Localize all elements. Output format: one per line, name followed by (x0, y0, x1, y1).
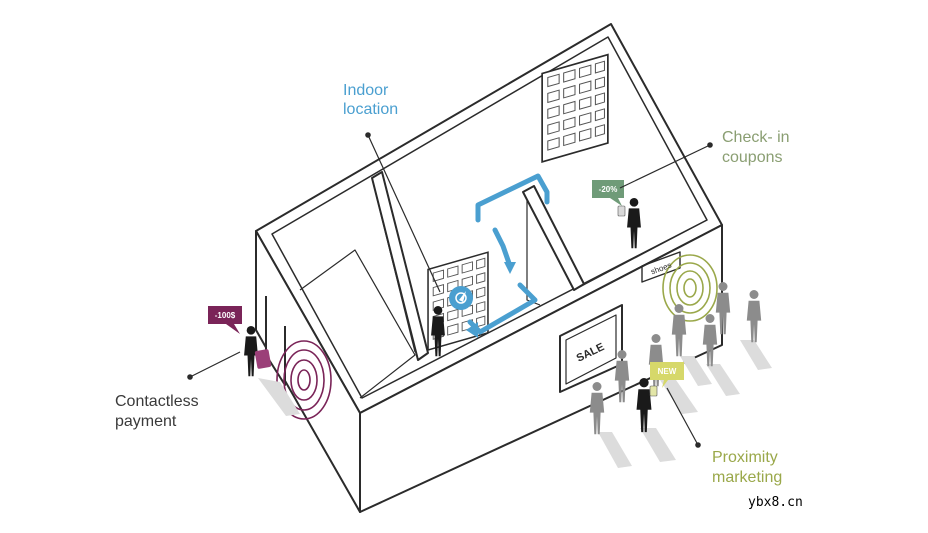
leader-lines (187, 132, 713, 448)
watermark: ybx8.cn (748, 495, 803, 510)
label-check-in-coupons: Check- in coupons (722, 129, 794, 166)
tag-new: NEW (650, 362, 684, 388)
person-checkin (627, 198, 641, 249)
tag-discount-percent-text: -20% (599, 185, 618, 194)
arrow-down-icon (504, 262, 516, 274)
sale-window-inner (565, 314, 617, 385)
person-payment (244, 326, 258, 377)
proximity-signal-waves (662, 254, 718, 322)
phone-checkin (617, 205, 626, 217)
arrow-left-icon (466, 322, 478, 338)
tag-new-text: NEW (658, 367, 677, 376)
tag-discount-money: -100$ (208, 306, 242, 334)
path-segment-top (475, 173, 550, 223)
payment-signal-waves (276, 340, 332, 420)
path-arrows (466, 262, 516, 338)
people-shadows (258, 340, 772, 468)
label-proximity-marketing: Proximity marketing (712, 449, 782, 486)
partition-wall-left (371, 171, 429, 361)
label-indoor-location: Indoor location (343, 82, 398, 118)
left-room-floor (299, 249, 416, 399)
label-contactless-payment: Contactless payment (115, 393, 203, 430)
person-marketing (636, 378, 652, 433)
payment-card (254, 349, 272, 369)
partition-wall-middle-base (526, 200, 541, 306)
location-marker (449, 286, 473, 310)
partition-wall-left-edge (371, 177, 416, 353)
partition-wall-right (573, 219, 708, 291)
partition-wall-middle (522, 185, 585, 291)
path-segment-middle (492, 227, 513, 269)
tag-discount-money-text: -100$ (215, 311, 236, 320)
tag-discount-percent: -20% (592, 180, 624, 206)
phone-marketing (649, 385, 658, 397)
back-shelf (541, 53, 609, 163)
shoes-sign-frame (641, 251, 681, 283)
person-crowd-7 (746, 290, 762, 343)
